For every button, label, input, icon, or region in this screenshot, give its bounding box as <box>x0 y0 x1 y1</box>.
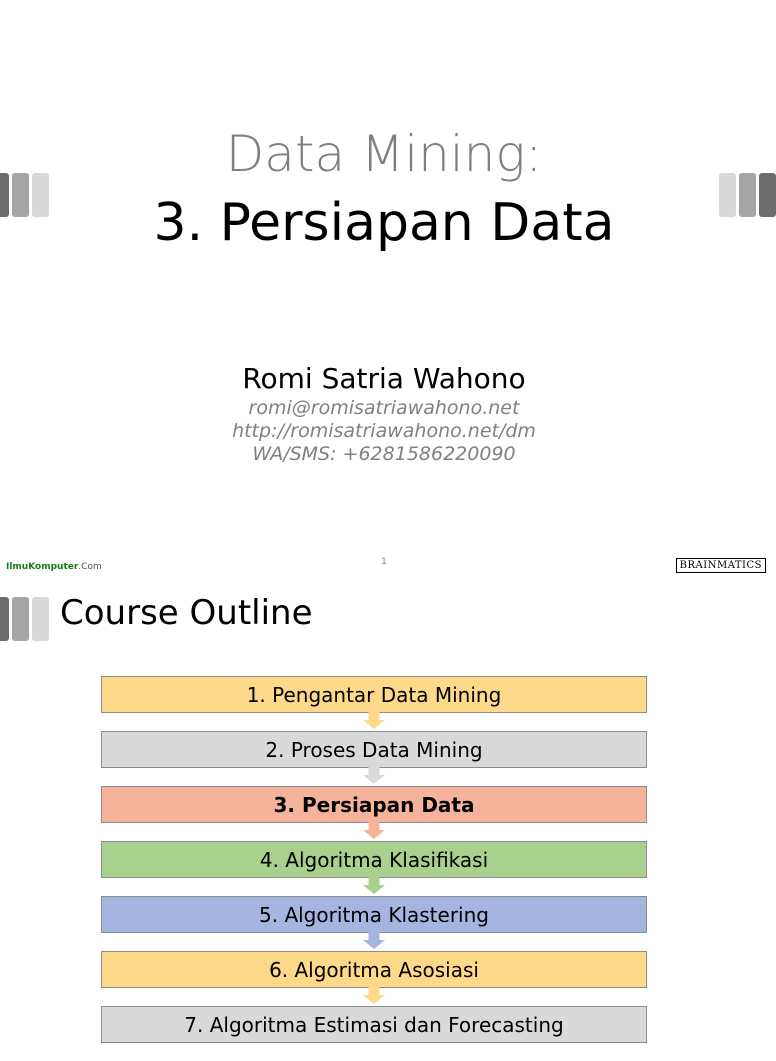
bar-mid <box>739 173 756 217</box>
page-number: 1 <box>381 557 387 567</box>
down-arrow-icon <box>363 995 385 1004</box>
outline-step-label: 5. Algoritma Klastering <box>259 902 489 927</box>
outline-step-label: 7. Algoritma Estimasi dan Forecasting <box>184 1012 564 1037</box>
title-slide: Data Mining: 3. Persiapan Data Romi Satr… <box>0 125 776 573</box>
outline-title: Course Outline <box>60 593 313 633</box>
outline-step: 4. Algoritma Klasifikasi <box>101 841 647 894</box>
outline-step: 5. Algoritma Klastering <box>101 896 647 949</box>
outline-step-label: 2. Proses Data Mining <box>265 737 483 762</box>
down-arrow-shaft <box>368 712 380 720</box>
outline-step-label: 6. Algoritma Asosiasi <box>269 957 479 982</box>
bar-mid <box>12 173 29 217</box>
down-arrow-shaft <box>368 987 380 995</box>
bar-dark <box>0 173 9 217</box>
brainmatics-logo: BRAINMATICS <box>675 558 766 573</box>
bar-light <box>32 597 49 641</box>
outline-step-label: 3. Persiapan Data <box>273 792 475 817</box>
bar-dark <box>759 173 776 217</box>
down-arrow-shaft <box>368 822 380 830</box>
author-email: romi@romisatriawahono.net <box>248 397 520 419</box>
bar-mid <box>12 597 29 641</box>
outline-step-label: 4. Algoritma Klasifikasi <box>259 847 489 872</box>
author-url: http://romisatriawahono.net/dm <box>232 420 536 442</box>
down-arrow-icon <box>363 885 385 894</box>
logo-suffix-text: .Com <box>78 562 102 572</box>
bar-light <box>32 173 49 217</box>
author-phone: WA/SMS: +6281586220090 <box>252 443 516 465</box>
decorative-bars-left <box>0 597 49 641</box>
down-arrow-icon <box>363 775 385 784</box>
down-arrow-icon <box>363 720 385 729</box>
down-arrow-shaft <box>368 877 380 885</box>
outline-step: 1. Pengantar Data Mining <box>101 676 647 729</box>
outline-slide: Course Outline 1. Pengantar Data Mining 2… <box>0 580 768 1043</box>
down-arrow-shaft <box>368 767 380 775</box>
down-arrow-icon <box>363 940 385 949</box>
outline-step: 3. Persiapan Data <box>101 786 647 839</box>
decorative-bars-left <box>0 173 49 217</box>
bar-dark <box>0 597 9 641</box>
outline-step-label: 1. Pengantar Data Mining <box>246 682 502 707</box>
down-arrow-icon <box>363 830 385 839</box>
bar-light <box>719 173 736 217</box>
slide-title-line2: 3. Persiapan Data <box>153 193 615 253</box>
outline-steps: 1. Pengantar Data Mining 2. Proses Data M… <box>101 676 647 1061</box>
outline-step: 7. Algoritma Estimasi dan Forecasting <box>101 1006 647 1043</box>
outline-step: 6. Algoritma Asosiasi <box>101 951 647 1004</box>
ilmukomputer-logo: IlmuKomputer.Com <box>6 562 102 572</box>
outline-step: 2. Proses Data Mining <box>101 731 647 784</box>
logo-main-text: IlmuKomputer <box>6 562 79 572</box>
author-name: Romi Satria Wahono <box>242 362 526 395</box>
decorative-bars-right <box>719 173 776 217</box>
slide-title-line1: Data Mining: <box>225 125 543 183</box>
down-arrow-shaft <box>368 932 380 940</box>
